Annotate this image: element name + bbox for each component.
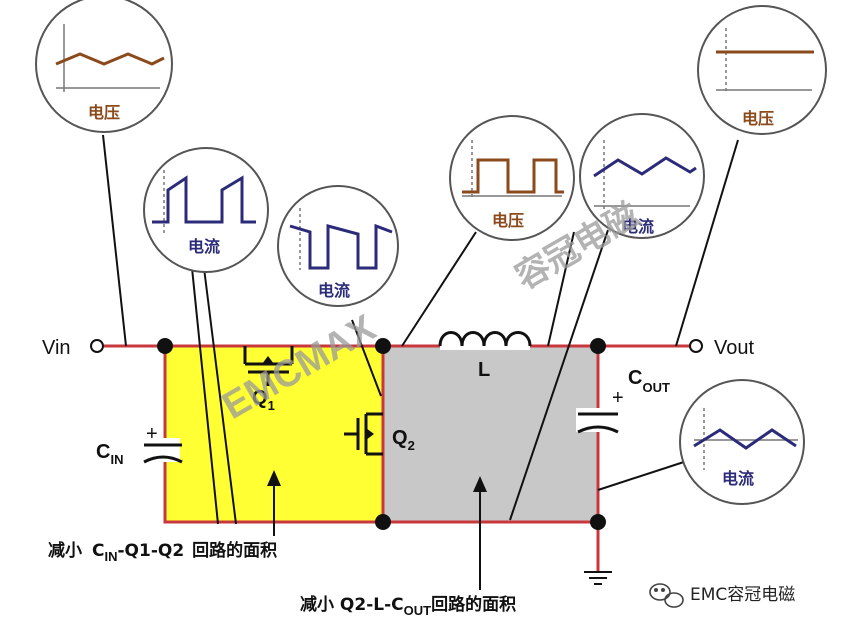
cout-plus: + (612, 387, 624, 409)
logo-text: EMC容冠电磁 (690, 585, 795, 605)
loop1-arrow (267, 470, 281, 536)
vin-terminal (90, 339, 104, 353)
ground-symbol (584, 571, 612, 585)
junction-dots (157, 338, 606, 530)
vout-label: Vout (714, 337, 754, 359)
svg-text:电压: 电压 (492, 211, 524, 230)
cin-capacitor (140, 438, 183, 464)
input-current-bubble: 电流 (143, 147, 269, 273)
wires (104, 344, 690, 572)
cin-plus: + (146, 423, 158, 445)
inductor-symbol (438, 331, 532, 350)
cin-label: CIN (96, 441, 123, 467)
vin-label: Vin (42, 337, 71, 359)
svg-text:电压: 电压 (88, 103, 120, 122)
loop2-arrow (473, 476, 487, 590)
cout-label: COUT (628, 367, 670, 395)
cout-current-bubble: 电流 (679, 379, 805, 505)
callout-lines (102, 134, 739, 525)
svg-text:电流: 电流 (188, 237, 220, 256)
inductor-label: L (478, 359, 490, 381)
vout-voltage-bubble: 电压 (697, 5, 827, 135)
output-loop-area (381, 344, 600, 524)
q1-label: Q1 (252, 387, 275, 413)
q2-current-bubble: 电流 (277, 185, 399, 307)
sw-voltage-bubble: 电压 (449, 115, 575, 241)
svg-text:电流: 电流 (318, 281, 350, 300)
inductor-current-bubble: 电流 (579, 113, 705, 239)
cout-capacitor (576, 408, 620, 434)
q2-label: Q2 (392, 427, 415, 453)
vin-voltage-bubble: 电压 (35, 0, 173, 133)
svg-text:电压: 电压 (742, 109, 774, 128)
q1-mosfet (243, 346, 294, 386)
vout-terminal (689, 339, 703, 353)
loop2-caption: 减小 Q2-L-COUT回路的面积 (300, 594, 516, 618)
svg-text:电流: 电流 (722, 469, 754, 488)
wechat-icon (649, 583, 684, 608)
svg-text:电流: 电流 (622, 217, 654, 236)
q2-mosfet (344, 412, 383, 456)
